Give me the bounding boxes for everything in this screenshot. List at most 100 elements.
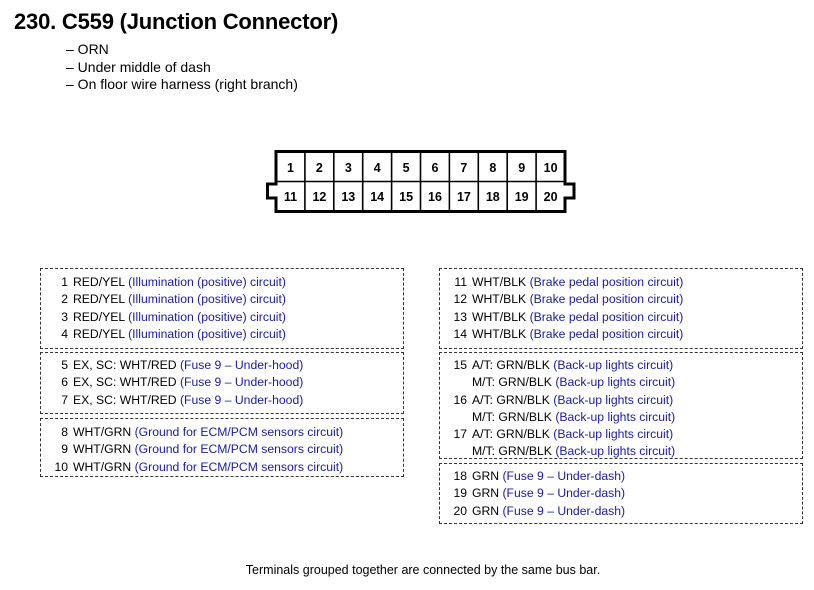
connector-pin: 1 [287, 160, 294, 175]
circuit-description: (Back-up lights circuit) [553, 392, 674, 407]
connector-pin: 17 [456, 189, 471, 204]
circuit-description: (Illumination (positive) circuit) [128, 326, 286, 341]
connector-pin: 13 [341, 189, 356, 204]
terminal-row: 9 WHT/GRN (Ground for ECM/PCM sensors cir… [47, 441, 403, 458]
connector-pin: 12 [312, 189, 327, 204]
terminal-number: 2 [61, 292, 68, 307]
connector-pin: 20 [543, 189, 558, 204]
connector-outline [266, 150, 576, 213]
circuit-description: (Illumination (positive) circuit) [128, 275, 286, 289]
terminal-number: 18 [453, 469, 467, 483]
wire-color: EX, SC: WHT/RED [73, 392, 177, 407]
circuit-description: (Brake pedal position circuit) [529, 292, 684, 307]
terminal-number: 5 [61, 358, 68, 372]
connector-pin: 14 [370, 189, 385, 204]
terminal-number: 4 [61, 326, 68, 341]
wire-color: A/T: GRN/BLK [472, 392, 550, 407]
terminal-number: 20 [453, 503, 467, 518]
circuit-description: (Fuse 9 – Under-hood) [180, 375, 304, 390]
connector-pin: 9 [518, 160, 526, 175]
connector-details: – ORN – Under middle of dash – On floor … [66, 41, 298, 94]
wire-color: WHT/GRN [73, 425, 132, 439]
circuit-description: (Illumination (positive) circuit) [128, 292, 286, 307]
terminal-number: 6 [61, 375, 68, 390]
terminal-row: 5 EX, SC: WHT/RED (Fuse 9 – Under-hood) [47, 357, 403, 374]
terminal-number: 14 [453, 326, 467, 341]
wire-color: A/T: GRN/BLK [472, 427, 550, 442]
connector-pin: 2 [315, 160, 323, 175]
circuit-description: (Ground for ECM/PCM sensors circuit) [134, 425, 344, 439]
wire-color: RED/YEL [73, 326, 125, 341]
terminal-row: M/T: GRN/BLK (Back-up lights circuit) [446, 374, 802, 391]
circuit-description: (Fuse 9 – Under-dash) [502, 503, 626, 518]
detail-color: – ORN [66, 41, 109, 57]
terminal-row: M/T: GRN/BLK (Back-up lights circuit) [446, 443, 802, 460]
terminal-number: 7 [61, 392, 68, 407]
circuit-description: (Brake pedal position circuit) [529, 309, 684, 324]
circuit-description: (Back-up lights circuit) [553, 427, 674, 442]
terminal-row: M/T: GRN/BLK (Back-up lights circuit) [446, 409, 802, 426]
wire-color: M/T: GRN/BLK [472, 375, 552, 390]
connector-pin: 18 [485, 189, 500, 204]
wire-color: RED/YEL [73, 292, 125, 307]
wire-color: WHT/GRN [73, 442, 132, 457]
terminal-number: 1 [61, 275, 68, 289]
wire-color: RED/YEL [73, 275, 125, 289]
circuit-description: (Back-up lights circuit) [555, 409, 676, 424]
terminal-number: 10 [54, 459, 68, 474]
terminal-number: 8 [61, 425, 68, 439]
wire-color: GRN [472, 486, 500, 501]
connector-pin: 5 [402, 160, 410, 175]
terminal-row: 4 RED/YEL (Illumination (positive) circui… [47, 326, 403, 343]
terminal-row: 18 GRN (Fuse 9 – Under-dash) [446, 468, 802, 485]
circuit-description: (Fuse 9 – Under-hood) [180, 358, 304, 372]
connector-pin: 10 [543, 160, 558, 175]
connector-pin: 7 [460, 160, 468, 175]
connector-pin: 11 [283, 189, 298, 204]
terminal-row: 20 GRN (Fuse 9 – Under-dash) [446, 503, 802, 520]
detail-location: – Under middle of dash [66, 58, 211, 75]
circuit-description: (Ground for ECM/PCM sensors circuit) [134, 442, 344, 457]
connector-pin: 3 [344, 160, 352, 175]
terminal-row: 2 RED/YEL (Illumination (positive) circui… [47, 291, 403, 308]
terminal-number: 9 [61, 442, 68, 457]
circuit-description: (Back-up lights circuit) [555, 375, 676, 390]
terminal-number: 3 [61, 309, 68, 324]
wire-color: GRN [472, 469, 500, 483]
wire-color: WHT/BLK [472, 275, 527, 289]
wire-color: GRN [472, 503, 500, 518]
terminal-row: 12 WHT/BLK (Brake pedal position circuit) [446, 291, 802, 308]
wire-color: EX, SC: WHT/RED [73, 358, 177, 372]
terminal-number: 19 [453, 486, 467, 501]
circuit-description: (Fuse 9 – Under-dash) [502, 469, 626, 483]
terminal-number: 12 [453, 292, 467, 307]
connector-pin: 16 [428, 189, 442, 204]
wire-color: WHT/BLK [472, 326, 527, 341]
connector-pin: 6 [431, 160, 439, 175]
connector-pin: 4 [373, 160, 381, 175]
circuit-description: (Brake pedal position circuit) [529, 326, 684, 341]
wire-color: WHT/BLK [472, 292, 527, 307]
circuit-description: (Brake pedal position circuit) [529, 275, 684, 289]
terminal-number: 15 [453, 358, 467, 372]
terminal-row: 8 WHT/GRN (Ground for ECM/PCM sensors cir… [47, 424, 403, 441]
circuit-description: (Ground for ECM/PCM sensors circuit) [134, 459, 344, 474]
wire-color: M/T: GRN/BLK [472, 444, 552, 459]
wire-color: RED/YEL [73, 309, 125, 324]
